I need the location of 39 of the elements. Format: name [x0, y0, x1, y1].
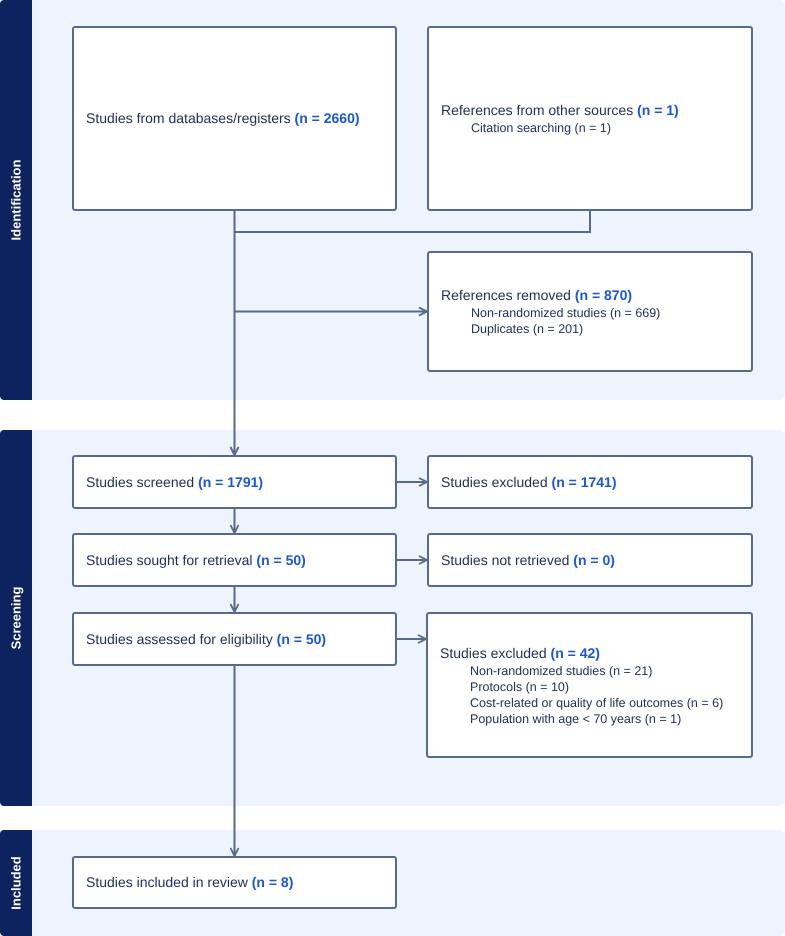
process-box — [72, 856, 397, 909]
box-heading: Studies included in review (n = 8) — [86, 873, 294, 892]
box-heading: Studies screened (n = 1791) — [86, 472, 264, 492]
phase-label: Identification — [8, 160, 24, 240]
process-box — [72, 455, 397, 509]
arrow — [397, 555, 428, 565]
arrow — [397, 477, 428, 487]
box-item: Population with age < 70 years (n = 1) — [469, 710, 682, 726]
arrow — [397, 634, 427, 644]
process-box — [72, 533, 397, 587]
arrow — [230, 509, 240, 534]
process-box — [426, 612, 753, 758]
arrow — [230, 666, 240, 857]
box-heading: Studies assessed for eligibility (n = 50) — [86, 630, 328, 648]
arrow — [230, 587, 240, 613]
box-item: Citation searching (n = 1) — [470, 120, 612, 136]
phase-label: Screening — [8, 586, 24, 650]
box-item: Non-randomized studies (n = 669) — [470, 305, 662, 321]
process-box — [72, 26, 397, 211]
box-heading: Studies from databases/registers (n = 2660) — [86, 109, 361, 128]
box-item: Protocols (n = 10) — [469, 678, 570, 694]
process-box — [427, 533, 753, 587]
box-heading: Studies excluded (n = 42) — [440, 644, 601, 662]
process-box — [427, 26, 753, 211]
box-heading: References removed (n = 870) — [441, 286, 634, 305]
box-item: Duplicates (n = 201) — [470, 321, 584, 337]
box-item: Cost-related or quality of life outcomes (n = 6) — [469, 694, 724, 710]
box-item: Non-randomized studies (n = 21) — [469, 662, 654, 678]
process-box — [427, 251, 753, 372]
phase-panel — [0, 0, 785, 400]
box-heading: References from other sources (n = 1) — [441, 101, 680, 120]
box-heading: Studies not retrieved (n = 0) — [441, 550, 616, 570]
box-heading: Studies sought for retrieval (n = 50) — [86, 550, 307, 570]
phase-panel — [0, 430, 785, 806]
phase-panel — [0, 830, 785, 936]
process-box — [427, 455, 753, 509]
box-heading: Studies excluded (n = 1741) — [441, 472, 618, 492]
phase-label: Included — [8, 856, 24, 910]
process-box — [72, 612, 397, 666]
